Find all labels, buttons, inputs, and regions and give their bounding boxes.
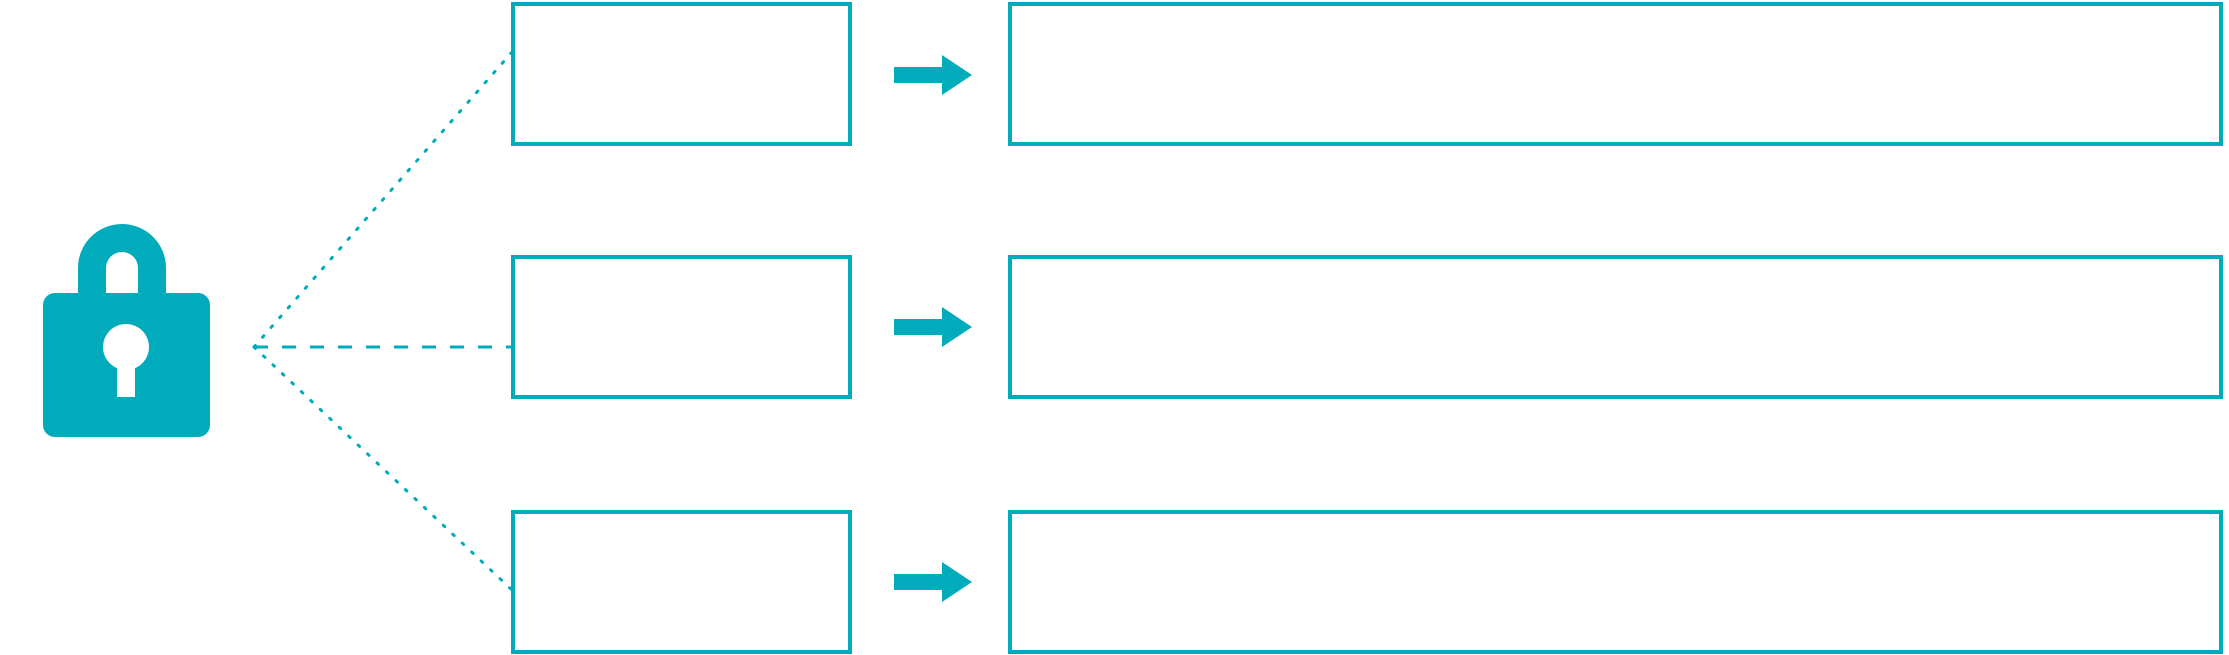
right-box-row-3-label (1012, 514, 2219, 650)
lock-keyhole-icon (103, 324, 149, 370)
connector-to-row-3 (252, 345, 514, 592)
arrow-row-2 (894, 307, 972, 347)
right-box-row-3[interactable] (1008, 510, 2223, 654)
left-box-row-2[interactable] (511, 255, 852, 399)
lock-keyhole-stem-icon (117, 355, 135, 397)
right-box-row-1[interactable] (1008, 2, 2223, 146)
lock-icon (25, 205, 225, 445)
arrow-row-1 (894, 55, 972, 95)
arrow-right-icon (894, 307, 972, 347)
arrow-right-icon (894, 562, 972, 602)
left-box-row-2-label (515, 259, 848, 395)
right-box-row-1-label (1012, 6, 2219, 142)
arrow-right-icon (894, 55, 972, 95)
right-box-row-2-label (1012, 259, 2219, 395)
connector-to-row-1 (252, 50, 514, 349)
arrow-row-3 (894, 562, 972, 602)
lock-shackle-icon (78, 224, 166, 303)
left-box-row-3[interactable] (511, 510, 852, 654)
left-box-row-3-label (515, 514, 848, 650)
left-box-row-1-label (515, 6, 848, 142)
right-box-row-2[interactable] (1008, 255, 2223, 399)
left-box-row-1[interactable] (511, 2, 852, 146)
